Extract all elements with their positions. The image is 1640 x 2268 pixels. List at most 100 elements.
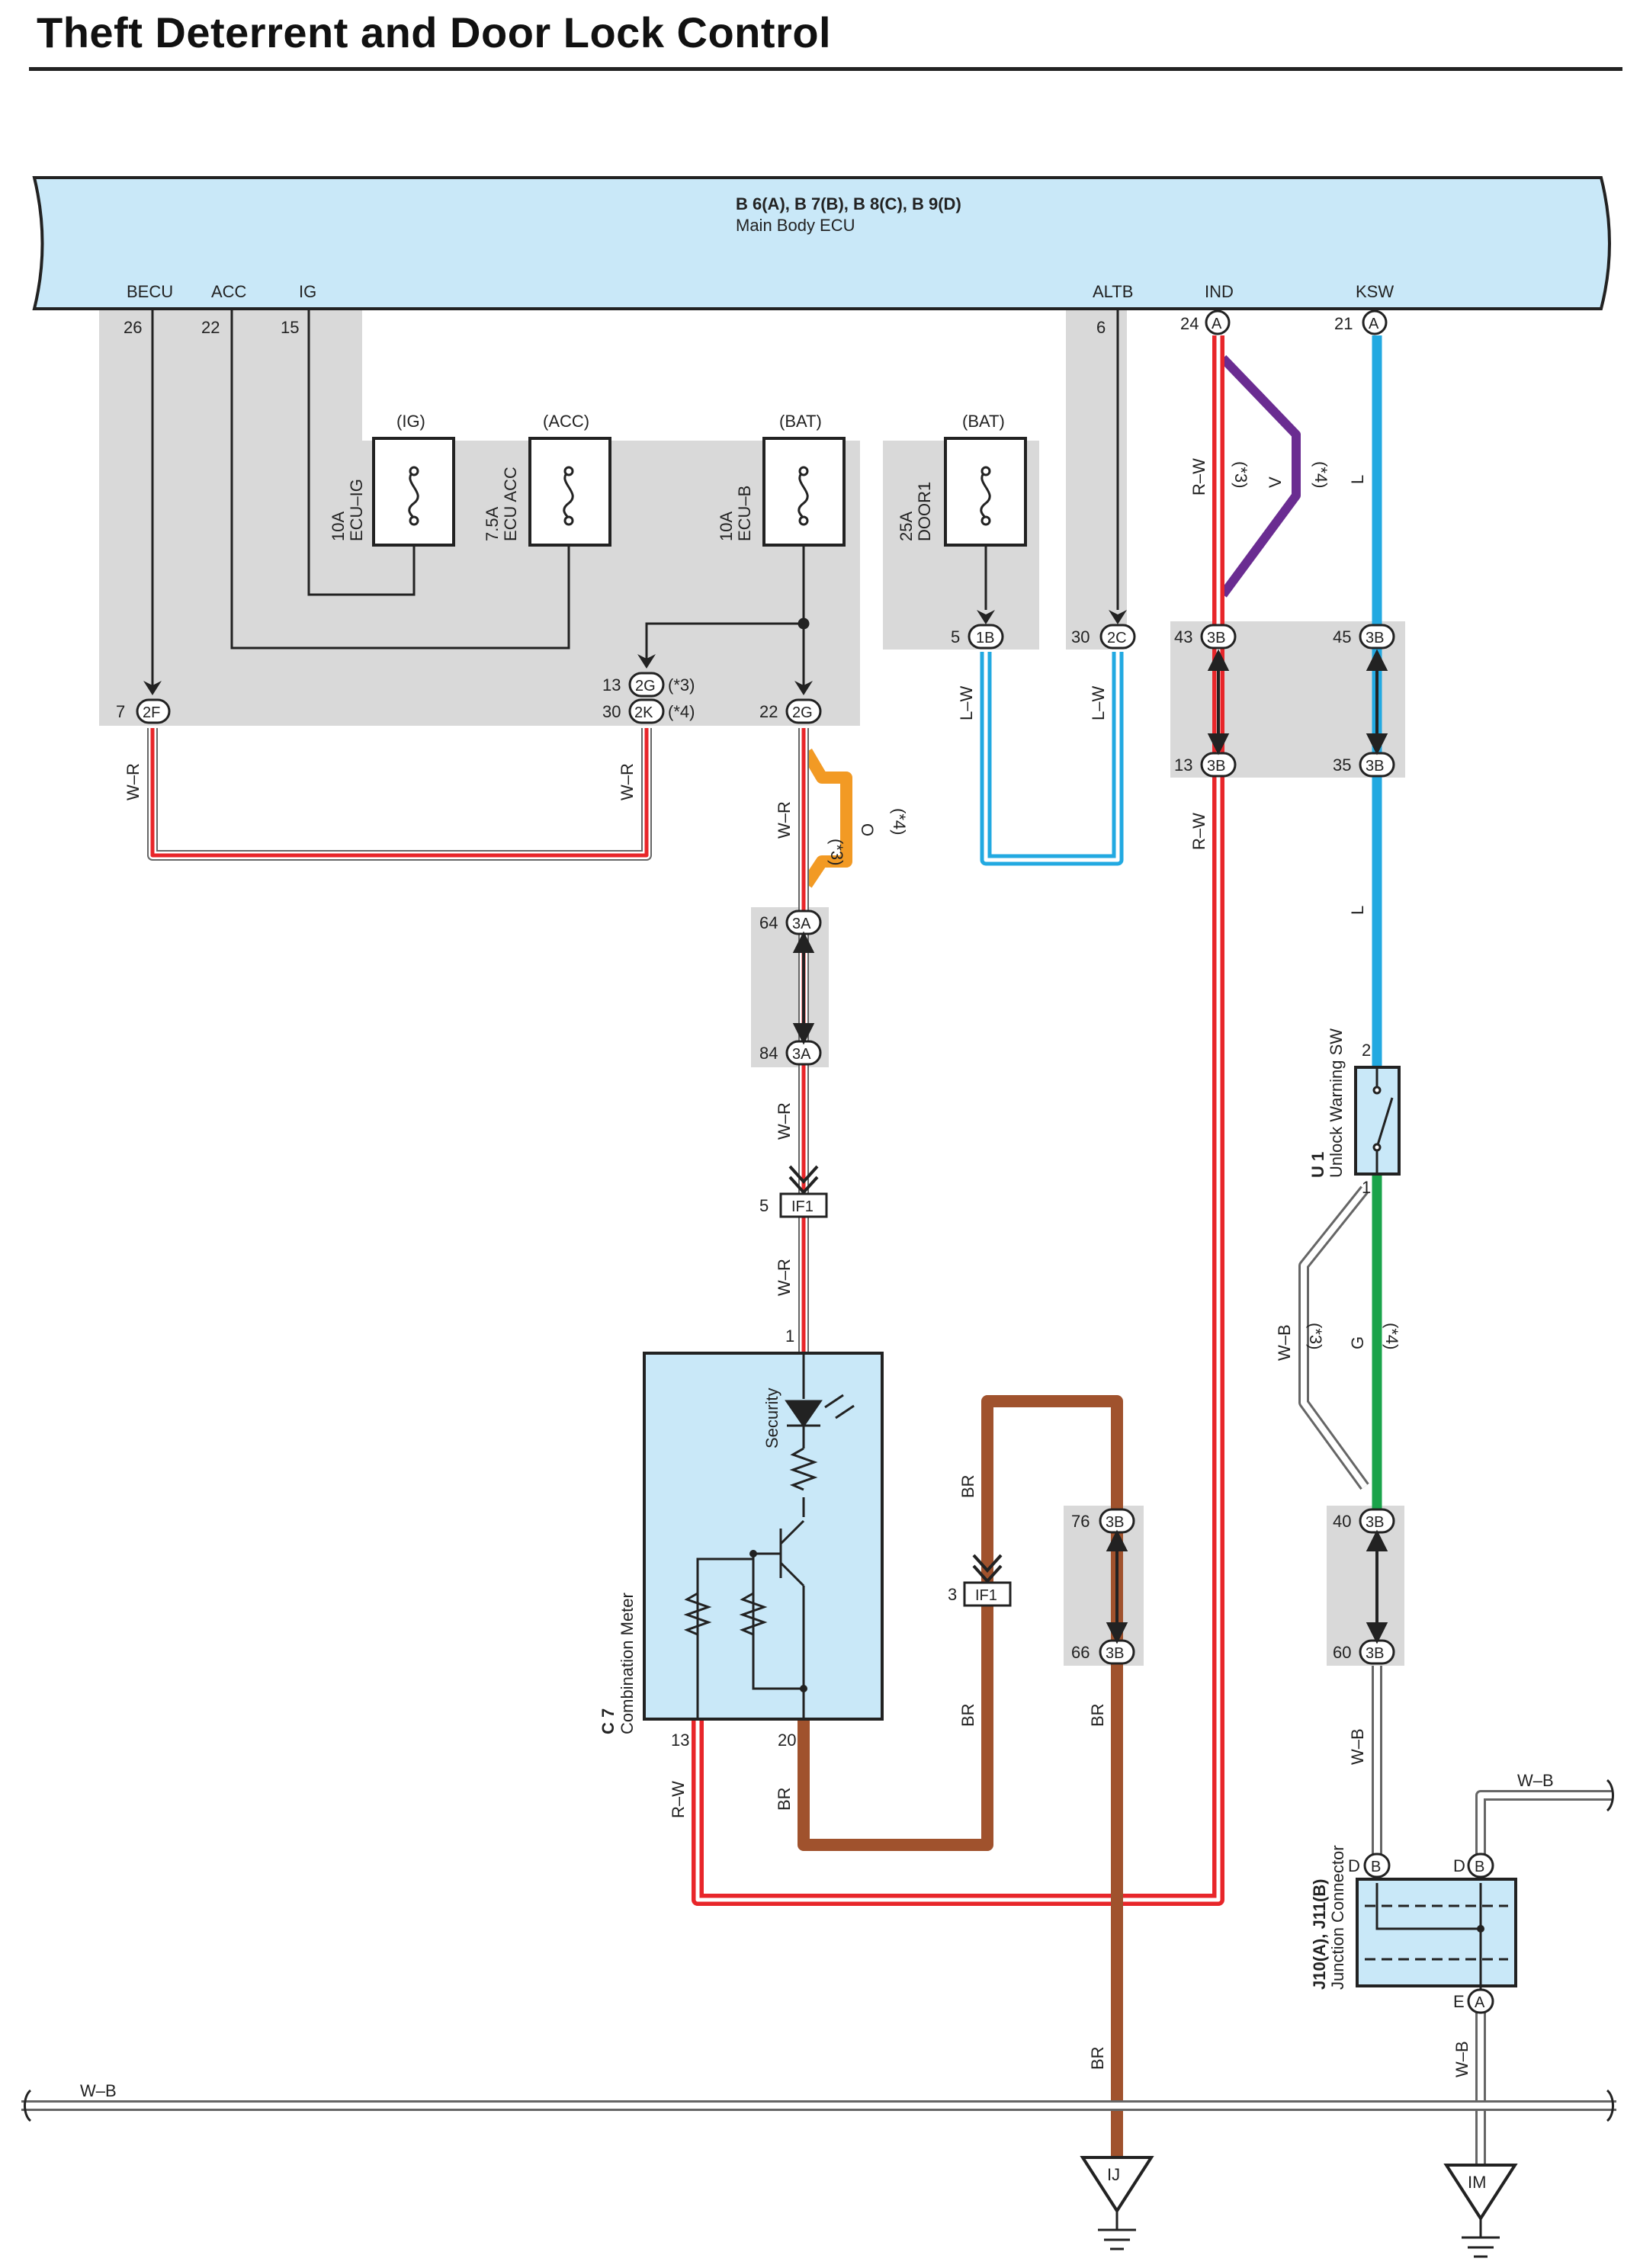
junction-connector: B D B D A E J10(A), J11(B) Junction Conn… <box>1310 1845 1517 2014</box>
svg-text:3: 3 <box>948 1585 957 1604</box>
junction-pin-d-left <box>1363 1853 1391 1878</box>
svg-text:(*4): (*4) <box>1382 1323 1401 1349</box>
svg-text:35: 35 <box>1333 755 1351 775</box>
if1-connectors: IF1 5 IF1 3 <box>759 1165 1012 1607</box>
svg-text:ECU–B: ECU–B <box>735 486 754 541</box>
svg-text:2G: 2G <box>792 704 813 721</box>
ecu-connector-ksw <box>1362 310 1388 335</box>
svg-text:3B: 3B <box>1207 630 1225 646</box>
junction-pin-e <box>1467 1988 1494 2014</box>
svg-text:2K: 2K <box>634 704 653 721</box>
svg-text:64: 64 <box>759 913 778 932</box>
connector-bubbles: 2F 7 2G 13 (*3) 2K 30 (*4) 2G 22 1B 5 2C <box>116 624 1395 1665</box>
resistor-icon <box>739 1592 768 1636</box>
svg-text:3B: 3B <box>1366 758 1384 775</box>
wire-orange <box>801 748 852 888</box>
svg-text:1B: 1B <box>976 630 994 646</box>
connector-2c: 2C 30 <box>1071 624 1136 650</box>
ecu-name: Main Body ECU <box>736 216 855 235</box>
svg-text:V: V <box>1266 476 1285 488</box>
sw-code: U 1 <box>1308 1152 1327 1178</box>
wire-labels: W–R W–R W–R (*3) O (*4) W–R W–R L–W L–W … <box>80 458 1554 2100</box>
resistor-icon <box>683 1592 712 1636</box>
ground-icon <box>1443 2164 1518 2221</box>
svg-text:ECU ACC: ECU ACC <box>501 467 520 541</box>
svg-text:3A: 3A <box>792 916 811 932</box>
svg-text:(*3): (*3) <box>668 675 695 695</box>
ground-im: IM <box>1443 2164 1518 2258</box>
svg-text:3A: 3A <box>792 1046 811 1063</box>
connector-if1-3: IF1 3 <box>948 1554 1012 1607</box>
connector-arrow-icon <box>972 1554 1003 1583</box>
svg-text:IJ: IJ <box>1107 2165 1120 2184</box>
svg-text:L–W: L–W <box>957 686 976 720</box>
connector-3b-76: 3B 76 <box>1071 1508 1135 1534</box>
fuse-icon <box>798 470 809 519</box>
svg-text:10A: 10A <box>329 512 348 541</box>
svg-text:7.5A: 7.5A <box>483 506 502 541</box>
connector-3a-84: 3A 84 <box>759 1040 822 1066</box>
svg-text:84: 84 <box>759 1044 778 1063</box>
svg-text:3B: 3B <box>1366 630 1384 646</box>
svg-text:W–R: W–R <box>124 763 143 800</box>
security-lamp-label: Security <box>762 1388 781 1448</box>
svg-text:R–W: R–W <box>1189 458 1208 496</box>
svg-text:40: 40 <box>1333 1512 1351 1531</box>
wire-lw-loop <box>980 652 1124 866</box>
svg-text:A: A <box>1212 316 1222 332</box>
svg-text:L–W: L–W <box>1089 686 1108 720</box>
svg-text:3B: 3B <box>1207 758 1225 775</box>
ecu-pin-becu-num: 26 <box>124 318 142 337</box>
svg-text:IF1: IF1 <box>975 1587 997 1604</box>
svg-text:W–R: W–R <box>775 801 794 839</box>
fuse-ecu-acc: (ACC) 7.5A ECU ACC <box>483 412 611 547</box>
meter-pin-in: 1 <box>785 1326 794 1346</box>
wire-purple <box>1219 354 1301 598</box>
svg-text:3B: 3B <box>1366 1514 1384 1531</box>
svg-text:W–R: W–R <box>775 1102 794 1140</box>
svg-text:E: E <box>1453 1992 1465 2011</box>
svg-text:D: D <box>1453 1856 1465 1875</box>
ecu-code: B 6(A), B 7(B), B 8(C), B 9(D) <box>736 194 961 213</box>
svg-text:(*4): (*4) <box>668 702 695 721</box>
svg-text:2F: 2F <box>143 704 160 721</box>
svg-text:76: 76 <box>1071 1512 1090 1531</box>
svg-text:(*3): (*3) <box>1231 461 1250 488</box>
switch-icon <box>1372 1067 1394 1174</box>
svg-text:(ACC): (ACC) <box>543 412 589 431</box>
svg-text:13: 13 <box>602 675 621 695</box>
fuse-icon <box>563 470 574 519</box>
ecu-pin-becu: BECU <box>127 282 173 301</box>
svg-text:22: 22 <box>759 702 778 721</box>
wire-ig <box>307 309 416 596</box>
svg-text:60: 60 <box>1333 1643 1351 1662</box>
combination-meter: Security 1 13 20 C 7 Combination Meter <box>599 1326 884 1750</box>
sw-pin-2: 2 <box>1362 1041 1371 1060</box>
svg-text:G: G <box>1348 1336 1367 1349</box>
resistor-icon <box>789 1447 818 1491</box>
unlock-warning-switch: 2 1 U 1 Unlock Warning SW <box>1308 1028 1401 1197</box>
connector-arrow-icon <box>143 610 1127 695</box>
svg-text:25A: 25A <box>897 512 916 541</box>
svg-text:O: O <box>858 823 877 836</box>
wire-wb-junction-right <box>1475 1790 1613 1860</box>
page-title: Theft Deterrent and Door Lock Control <box>37 8 832 56</box>
meter-name: Combination Meter <box>618 1593 637 1734</box>
ecu-internal-wiring <box>151 309 1119 690</box>
svg-text:3B: 3B <box>1366 1645 1384 1662</box>
connector-2k-30: 2K 30 (*4) <box>602 698 695 724</box>
svg-text:13: 13 <box>1174 755 1192 775</box>
connector-3b-43: 3B 43 <box>1174 624 1237 650</box>
svg-text:30: 30 <box>1071 627 1090 646</box>
junction-block-3a-shade <box>751 907 829 1067</box>
fuse-ecu-ig: (IG) 10A ECU–IG <box>329 412 455 547</box>
splice-point <box>798 618 810 630</box>
svg-text:5: 5 <box>951 627 960 646</box>
svg-text:BR: BR <box>1088 1703 1107 1727</box>
connector-arrow-icon <box>788 1165 819 1195</box>
svg-text:R–W: R–W <box>1189 813 1208 850</box>
junction-pin-d-right <box>1467 1853 1494 1878</box>
meter-pin-13: 13 <box>671 1731 689 1750</box>
svg-text:43: 43 <box>1174 627 1192 646</box>
